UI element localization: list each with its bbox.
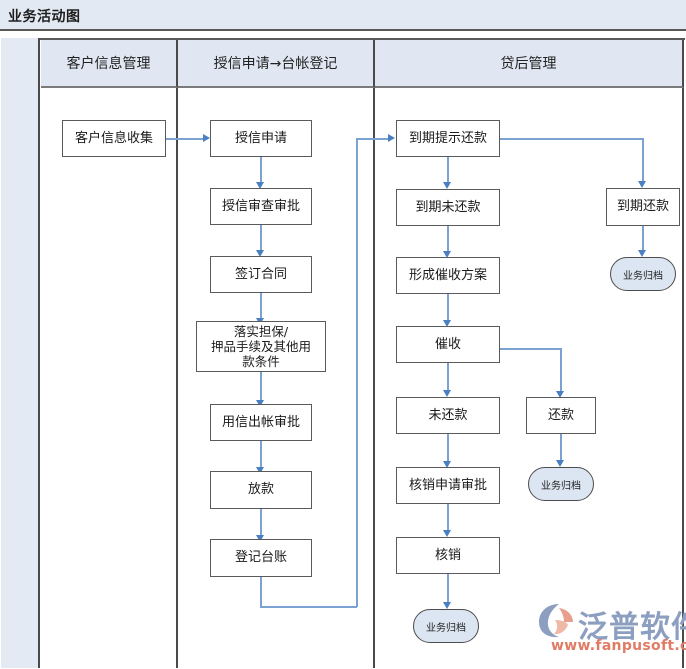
connector-writeoffapprove-to-writeoff (447, 504, 449, 531)
arrowhead-ledger-to-due-remind (388, 134, 395, 142)
arrowhead-use-to-disburse (256, 467, 264, 474)
connector-ledger-up (356, 138, 358, 607)
lane-body-credit (178, 88, 375, 668)
arrowhead-remind-to-unpaid (443, 182, 451, 189)
arrowhead-writeoff-to-archive (443, 602, 451, 609)
node-due-repaid[interactable]: 到期还款 (606, 188, 680, 226)
node-disburse[interactable]: 放款 (210, 471, 312, 509)
connector-duerepaid-to-archive (642, 226, 644, 251)
brand-watermark: 泛普软件 www.fanpusoft.com (533, 600, 686, 664)
node-sign-contract[interactable]: 签订合同 (210, 256, 312, 293)
arrowhead-repaid-to-archive (556, 460, 564, 467)
arrowhead-disburse-to-ledger (256, 535, 264, 542)
connector-unpaid-to-plan (447, 226, 449, 252)
connector-collection-to-repaid-v (560, 348, 562, 392)
node-credit-review[interactable]: 授信审查审批 (210, 188, 312, 225)
terminal-archive-writeoff[interactable]: 业务归档 (413, 609, 479, 643)
arrowhead-unpaid-to-plan (443, 251, 451, 258)
node-collection-plan[interactable]: 形成催收方案 (396, 257, 500, 294)
arrowhead-nopay-to-writeoffapprove (443, 461, 451, 468)
arrowhead-remind-to-duerepaid (638, 181, 646, 188)
connector-ledger-to-due-remind (356, 138, 388, 140)
lane-blank-column (1, 38, 40, 668)
node-repaid[interactable]: 还款 (526, 397, 596, 434)
node-register-ledger[interactable]: 登记台账 (210, 539, 312, 577)
connector-collect-to-apply (166, 138, 204, 140)
arrowhead-collection-to-repaid (556, 391, 564, 398)
node-use-credit-approve[interactable]: 用信出帐审批 (210, 404, 312, 441)
brand-url: www.fanpusoft.com (551, 638, 686, 654)
page-title: 业务活动图 (8, 9, 81, 25)
connector-plan-to-collection (447, 294, 449, 321)
terminal-archive-repaid[interactable]: 业务归档 (528, 467, 594, 501)
page-title-bar: 业务活动图 (0, 0, 686, 31)
node-collection[interactable]: 催收 (396, 326, 500, 363)
connector-guarantee-to-use (260, 372, 262, 402)
terminal-archive-due-repaid[interactable]: 业务归档 (610, 257, 676, 291)
arrowhead-collect-to-apply (203, 134, 210, 142)
connector-ledger-down (260, 577, 262, 607)
arrowhead-guarantee-to-use (256, 400, 264, 407)
connector-review-to-sign (260, 225, 262, 251)
connector-remind-to-duerepaid-v (642, 138, 644, 182)
connector-remind-to-unpaid (447, 157, 449, 183)
arrowhead-review-to-sign (256, 250, 264, 257)
node-customer-collect[interactable]: 客户信息收集 (62, 120, 166, 157)
connector-repaid-to-archive (560, 434, 562, 461)
lane-body-customer (41, 88, 178, 668)
arrowhead-plan-to-collection (443, 320, 451, 327)
node-due-remind[interactable]: 到期提示还款 (396, 120, 500, 157)
connector-writeoff-to-archive (447, 574, 449, 603)
connector-disburse-to-ledger (260, 509, 262, 536)
lane-header-customer: 客户信息管理 (41, 40, 178, 88)
connector-sign-to-guarantee (260, 293, 262, 319)
arrowhead-writeoffapprove-to-writeoff (443, 530, 451, 537)
lane-header-postloan: 贷后管理 (375, 40, 684, 88)
connector-use-to-disburse (260, 441, 262, 468)
node-writeoff-approve[interactable]: 核销申请审批 (396, 467, 500, 504)
node-due-unpaid[interactable]: 到期未还款 (396, 189, 500, 226)
arrowhead-collection-to-nopay (443, 390, 451, 397)
connector-nopay-to-writeoffapprove (447, 434, 449, 462)
lane-body-postloan (375, 88, 684, 668)
connector-apply-to-review (260, 157, 262, 183)
node-writeoff[interactable]: 核销 (396, 537, 500, 574)
node-guarantee[interactable]: 落实担保/ 押品手续及其他用 款条件 (196, 321, 326, 372)
lane-header-credit: 授信申请→台帐登记 (178, 40, 375, 88)
brand-name: 泛普软件 (578, 610, 686, 645)
fanpu-logo-icon (539, 604, 573, 638)
node-unpaid[interactable]: 未还款 (396, 397, 500, 434)
connector-remind-to-duerepaid-h (500, 138, 643, 140)
node-credit-apply[interactable]: 授信申请 (210, 120, 312, 157)
connector-collection-to-nopay (447, 363, 449, 391)
arrowhead-duerepaid-to-archive (638, 250, 646, 257)
connector-ledger-right (260, 606, 357, 608)
arrowhead-apply-to-review (256, 182, 264, 189)
connector-collection-to-repaid-h (500, 348, 562, 350)
